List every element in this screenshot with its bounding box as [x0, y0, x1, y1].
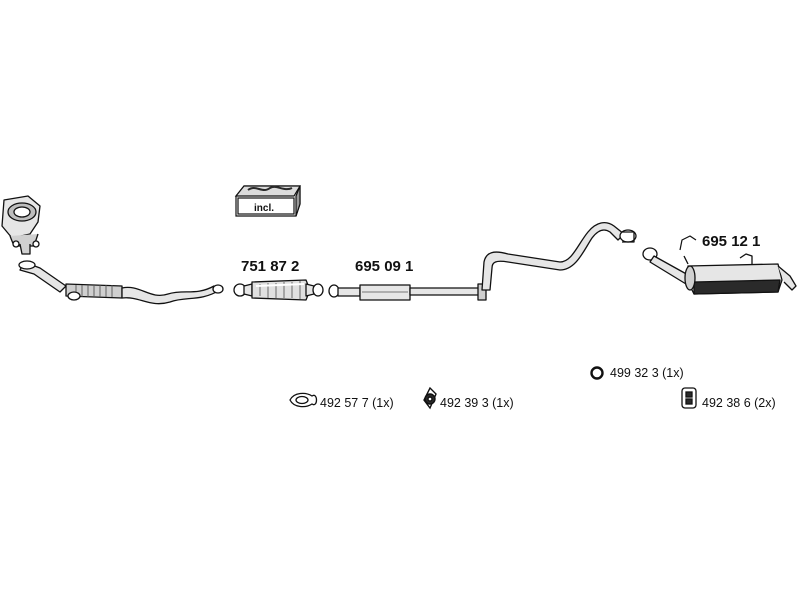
kit-box — [234, 185, 302, 217]
gasket-label: 492 57 7 (1x) — [320, 396, 394, 410]
mounting-rubber-label: 492 39 3 (1x) — [440, 396, 514, 410]
part-number-middle-pipe: 695 09 1 — [355, 258, 414, 275]
rear-silencer — [642, 235, 797, 295]
o-ring-label: 499 32 3 (1x) — [610, 366, 684, 380]
mounting-rubber-icon — [423, 386, 437, 410]
catalytic-converter — [233, 279, 324, 301]
gasket-icon — [289, 392, 318, 408]
middle-pipe — [328, 221, 637, 301]
o-ring-icon — [590, 366, 604, 380]
kit-box-label: incl. — [254, 203, 275, 214]
part-number-catalytic-converter: 751 87 2 — [241, 258, 300, 275]
part-number-rear-silencer: 695 12 1 — [702, 233, 761, 250]
front-pipe-assembly — [1, 195, 224, 305]
hanger-label: 492 38 6 (2x) — [702, 396, 776, 410]
hanger-icon — [681, 387, 697, 409]
